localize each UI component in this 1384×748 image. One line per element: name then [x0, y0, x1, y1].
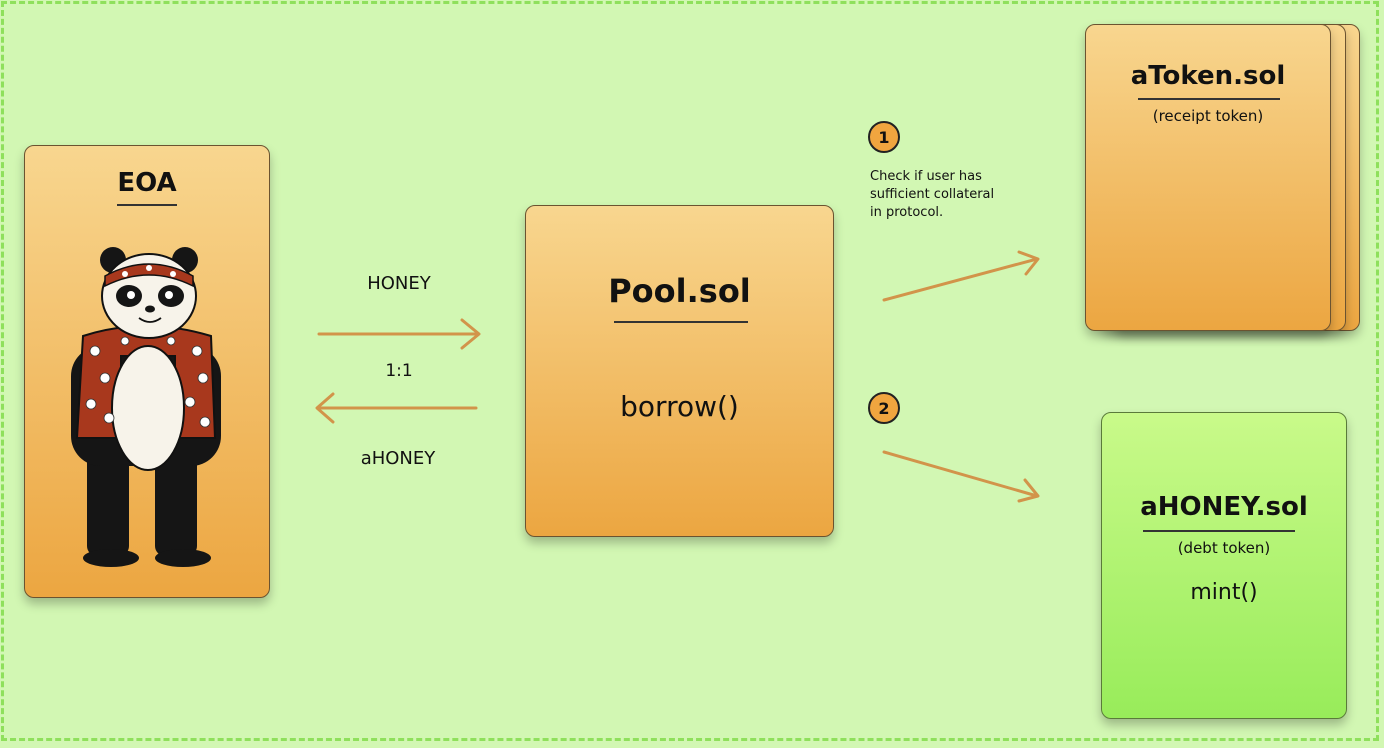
- eoa-card: EOA: [24, 145, 270, 598]
- pool-card: Pool.sol borrow(): [525, 205, 834, 537]
- pool-title-underline: [614, 321, 748, 323]
- step-1-badge: 1: [868, 121, 900, 153]
- atoken-title-underline: [1138, 98, 1280, 100]
- arrow-to-atoken: [882, 250, 1040, 302]
- step-1-note-line: Check if user has: [870, 169, 982, 184]
- ahoney-card: aHONEY.sol (debt token) mint(): [1101, 412, 1347, 719]
- honey-flow-label: HONEY: [367, 273, 431, 294]
- ahoney-function: mint(): [1190, 580, 1258, 605]
- ahoney-title: aHONEY.sol: [1140, 492, 1308, 522]
- atoken-title: aToken.sol: [1130, 61, 1286, 91]
- step-1-note: Check if user has sufficient collateral …: [870, 168, 1040, 222]
- pool-title: Pool.sol: [608, 272, 751, 310]
- step-2-badge: 2: [868, 392, 900, 424]
- panda-mascot-icon: [71, 247, 221, 567]
- ahoney-title-underline: [1143, 530, 1295, 532]
- ahoney-flow-label: aHONEY: [360, 448, 436, 469]
- pool-function: borrow(): [620, 390, 739, 423]
- eoa-title-underline: [117, 204, 177, 206]
- step-1-note-line: in protocol.: [870, 205, 944, 220]
- arrow-left-to-eoa: [315, 392, 478, 424]
- atoken-subtitle: (receipt token): [1152, 107, 1264, 125]
- arrow-right-to-pool: [317, 318, 481, 350]
- eoa-title: EOA: [117, 168, 177, 198]
- step-1-note-line: sufficient collateral: [870, 187, 995, 202]
- ratio-label: 1:1: [385, 361, 413, 381]
- ahoney-subtitle: (debt token): [1177, 539, 1271, 557]
- arrow-to-ahoney: [882, 450, 1040, 503]
- atoken-card: aToken.sol (receipt token): [1085, 24, 1331, 331]
